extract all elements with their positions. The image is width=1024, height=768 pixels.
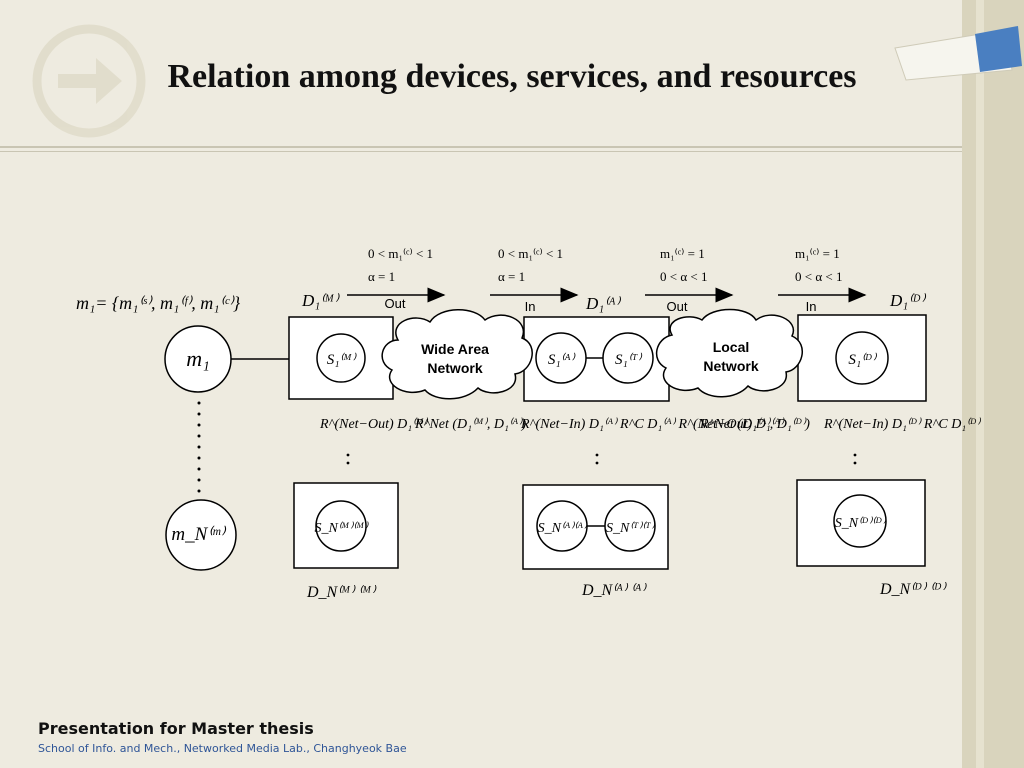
device-ellipsis <box>346 453 857 465</box>
service-s1t <box>602 332 654 384</box>
resource-d1a-group: R^(Net−In) D₁⁽ᴬ⁾ R^C D₁⁽ᴬ⁾ R^(Net−Out) D… <box>520 417 785 432</box>
wan-label-2: Network <box>427 360 482 376</box>
condition-3-line1: m₁⁽ᶜ⁾ = 1 <box>660 246 705 261</box>
decorative-sidebar <box>962 0 1024 768</box>
user-m1-label: m₁ <box>186 346 210 371</box>
page-title: Relation among devices, services, and re… <box>167 58 857 95</box>
service-snd-label: S_N⁽ᴰ⁾⁽ᴰ⁾ <box>835 516 887 531</box>
device-d1a-label: D₁⁽ᴬ⁾ <box>585 294 621 313</box>
service-s1m <box>316 333 366 383</box>
resource-net-out-d1m: R^(Net−Out) D₁⁽ᴹ⁾ <box>319 417 429 432</box>
device-d1d-label: D₁⁽ᴰ⁾ <box>889 291 927 310</box>
service-snm-label: S_N⁽ᴹ⁾⁽ᴹ⁾ <box>315 521 370 536</box>
resource-net-lan: R^Net (D₁⁽ᴬ⁾, D₁⁽ᴰ⁾) <box>699 417 810 432</box>
service-s1t-label: S₁⁽ᵀ⁾ <box>615 352 642 368</box>
wan-label-1: Wide Area <box>421 341 489 357</box>
arrow-logo-icon <box>32 24 146 138</box>
device-dna-label: D_N⁽ᴬ⁾ ⁽ᴬ⁾ <box>581 582 647 599</box>
decorative-sidebar-inner <box>976 0 984 768</box>
user-mn-label: m_N⁽ᵐ⁾ <box>171 524 226 545</box>
arrow-out-1-label: Out <box>385 296 406 311</box>
wan-cloud: Wide Area Network <box>381 309 533 400</box>
footer-title: Presentation for Master thesis <box>38 719 314 738</box>
resource-net-wan: R^Net (D₁⁽ᴹ⁾, D₁⁽ᴬ⁾) <box>414 417 527 432</box>
service-snt <box>604 500 656 552</box>
m1-set-formula: m₁= {m₁⁽ˢ⁾, m₁⁽ᶠ⁾, m₁⁽ᶜ⁾} <box>76 293 241 313</box>
condition-2-line1: 0 < m₁⁽ᶜ⁾ < 1 <box>498 246 563 261</box>
service-s1a-label: S₁⁽ᴬ⁾ <box>548 352 576 368</box>
user-mn-node: m_N⁽ᵐ⁾ <box>165 499 237 571</box>
condition-4-line1: m₁⁽ᶜ⁾ = 1 <box>795 246 840 261</box>
condition-2-line2: α = 1 <box>498 269 525 284</box>
footer-subtitle: School of Info. and Mech., Networked Med… <box>38 742 407 755</box>
decorative-tag-icon <box>894 26 1022 81</box>
divider <box>0 151 962 152</box>
service-snt-label: S_N⁽ᵀ⁾⁽ᵀ⁾ <box>606 521 655 536</box>
service-s1m-label: S₁⁽ᴹ⁾ <box>327 352 357 368</box>
resource-d1d-group: R^(Net−In) D₁⁽ᴰ⁾ R^C D₁⁽ᴰ⁾ <box>823 417 981 432</box>
service-s1d <box>835 331 889 385</box>
service-snm <box>315 500 367 552</box>
user-m1-node: m₁ <box>164 325 232 393</box>
arrow-in-1-label: In <box>525 299 536 314</box>
lan-cloud: Local Network <box>655 308 803 398</box>
device-dnd-label: D_N⁽ᴰ⁾ ⁽ᴰ⁾ <box>879 581 947 598</box>
lan-label-1: Local <box>713 339 750 355</box>
device-dnm-label: D_N⁽ᴹ⁾ ⁽ᴹ⁾ <box>306 584 377 601</box>
condition-3-line2: 0 < α < 1 <box>660 269 707 284</box>
device-d1m-label: D₁⁽ᴹ⁾ <box>301 291 340 310</box>
service-snd <box>833 494 887 548</box>
condition-4-line2: 0 < α < 1 <box>795 269 842 284</box>
lan-label-2: Network <box>703 358 758 374</box>
condition-1-line2: α = 1 <box>368 269 395 284</box>
condition-1-line1: 0 < m₁⁽ᶜ⁾ < 1 <box>368 246 433 261</box>
divider <box>0 146 962 148</box>
vertical-ellipsis <box>197 401 201 493</box>
service-sna-label: S_N⁽ᴬ⁾⁽ᴬ⁾ <box>538 521 588 536</box>
arrow-out-2-label: Out <box>667 299 688 314</box>
service-s1d-label: S₁⁽ᴰ⁾ <box>848 352 877 368</box>
arrow-in-2-label: In <box>806 299 817 314</box>
